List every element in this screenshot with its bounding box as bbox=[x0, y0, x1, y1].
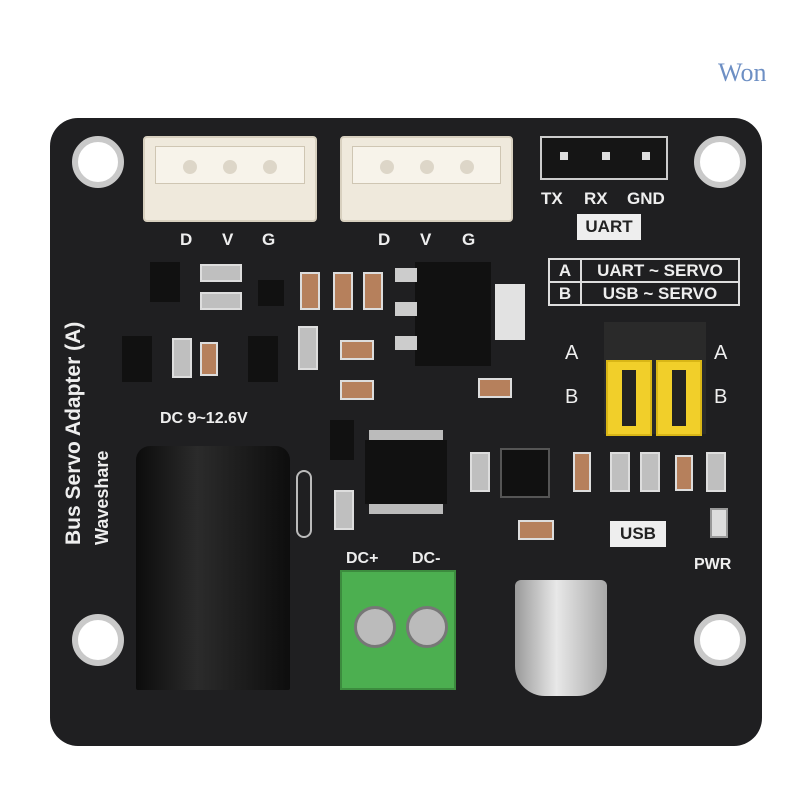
mode-row-a: A UART ~ SERVO bbox=[550, 260, 738, 283]
uart-label: UART bbox=[577, 214, 641, 240]
diode bbox=[258, 280, 284, 306]
terminal-label-minus: DC- bbox=[412, 550, 441, 567]
servo-connector-1[interactable] bbox=[143, 136, 317, 222]
mode-value: USB ~ SERVO bbox=[602, 284, 718, 303]
terminal-label-plus: DC+ bbox=[346, 550, 379, 567]
usb-c-port[interactable] bbox=[515, 580, 607, 696]
pin-label-g: G bbox=[262, 230, 276, 249]
resistor bbox=[334, 490, 354, 530]
mounting-hole bbox=[694, 614, 746, 666]
jumper-label-a: A bbox=[565, 342, 579, 364]
capacitor bbox=[340, 380, 374, 400]
mounting-hole bbox=[72, 614, 124, 666]
regulator-tab bbox=[495, 284, 525, 340]
capacitor bbox=[573, 452, 591, 492]
resistor bbox=[610, 452, 630, 492]
regulator-pins bbox=[395, 268, 417, 358]
voltage-regulator bbox=[415, 262, 491, 366]
mounting-hole bbox=[72, 136, 124, 188]
resistor bbox=[200, 264, 242, 282]
jumper-label-b: B bbox=[714, 386, 728, 408]
resistor bbox=[640, 452, 660, 492]
capacitor bbox=[675, 455, 693, 491]
pin-label-d: D bbox=[180, 230, 193, 249]
mode-table: A UART ~ SERVO B USB ~ SERVO bbox=[548, 258, 740, 306]
capacitor bbox=[340, 340, 374, 360]
usb-controller-chip bbox=[500, 448, 550, 498]
resistor bbox=[172, 338, 192, 378]
transistor bbox=[122, 336, 152, 382]
capacitor bbox=[200, 342, 218, 376]
capacitor bbox=[363, 272, 383, 310]
capacitor bbox=[518, 520, 554, 540]
jumper-label-a: A bbox=[714, 342, 728, 364]
screw-terminal[interactable] bbox=[340, 570, 456, 690]
watermark: Won bbox=[718, 58, 767, 87]
uart-pin-rx: RX bbox=[584, 189, 608, 208]
screw-icon[interactable] bbox=[354, 606, 396, 648]
resistor bbox=[470, 452, 490, 492]
uart-header[interactable] bbox=[540, 136, 668, 180]
resistor bbox=[298, 326, 318, 370]
power-input-label: DC 9~12.6V bbox=[160, 410, 248, 427]
uart-pin-tx: TX bbox=[541, 189, 563, 208]
transistor bbox=[150, 262, 180, 302]
ic-chip bbox=[365, 440, 447, 504]
resistor bbox=[200, 292, 242, 310]
pin-label-d: D bbox=[378, 230, 391, 249]
board-title: Bus Servo Adapter (A) bbox=[62, 321, 85, 545]
mode-row-b: B USB ~ SERVO bbox=[550, 283, 738, 304]
mounting-hole bbox=[694, 136, 746, 188]
jumper-cap[interactable] bbox=[606, 360, 652, 436]
brand-label: Waveshare bbox=[92, 450, 112, 545]
mode-key: A bbox=[550, 260, 582, 281]
pin-label-g: G bbox=[462, 230, 476, 249]
mode-value: UART ~ SERVO bbox=[597, 261, 723, 280]
capacitor bbox=[333, 272, 353, 310]
pin-label-v: V bbox=[222, 230, 234, 249]
usb-label: USB bbox=[610, 521, 666, 547]
servo-connector-2[interactable] bbox=[340, 136, 513, 222]
jumper-label-b: B bbox=[565, 386, 579, 408]
jack-pin bbox=[296, 470, 312, 538]
pin-label-v: V bbox=[420, 230, 432, 249]
capacitor bbox=[300, 272, 320, 310]
transistor bbox=[248, 336, 278, 382]
dc-barrel-jack[interactable] bbox=[136, 446, 290, 690]
pwr-label: PWR bbox=[694, 556, 732, 573]
screw-icon[interactable] bbox=[406, 606, 448, 648]
capacitor bbox=[478, 378, 512, 398]
uart-pin-gnd: GND bbox=[627, 189, 665, 208]
resistor bbox=[706, 452, 726, 492]
diode bbox=[330, 420, 354, 460]
power-led bbox=[710, 508, 728, 538]
mode-key: B bbox=[550, 283, 582, 304]
jumper-cap[interactable] bbox=[656, 360, 702, 436]
